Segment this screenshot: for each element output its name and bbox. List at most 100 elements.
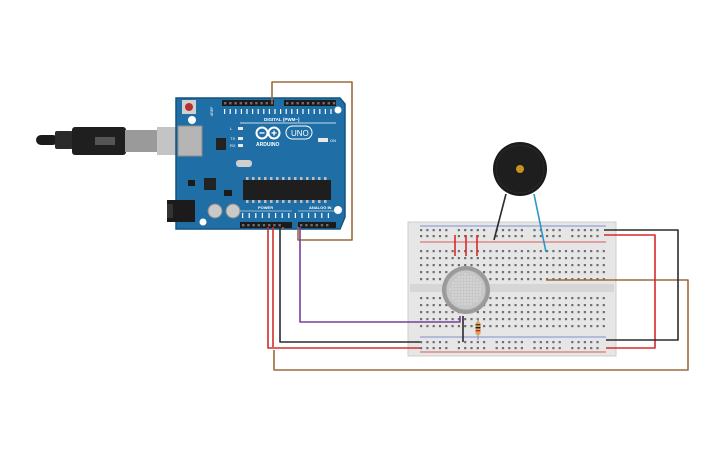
breadboard-hole	[539, 250, 542, 253]
breadboard-hole	[426, 229, 429, 232]
breadboard-hole	[533, 311, 536, 314]
wire-red-5v[interactable]	[267, 227, 420, 349]
breadboard-hole	[577, 229, 580, 232]
header-pin	[268, 224, 271, 227]
brand-label: ARDUINO	[256, 142, 279, 148]
model-label: UNO	[291, 129, 309, 138]
pin-number-tick	[224, 109, 226, 114]
breadboard-hole	[602, 318, 605, 321]
breadboard-hole	[533, 257, 536, 260]
breadboard-hole	[558, 257, 561, 260]
header-pin	[327, 102, 330, 105]
header-pin	[306, 102, 310, 105]
breadboard-hole	[602, 271, 605, 274]
header-pin	[244, 102, 248, 105]
breadboard-hole	[464, 229, 467, 232]
sensor-mesh	[449, 273, 481, 305]
breadboard-hole	[514, 318, 517, 321]
breadboard-hole	[426, 347, 429, 350]
pin-number-tick	[280, 109, 282, 114]
breadboard-hole	[426, 264, 429, 267]
breadboard-hole	[420, 229, 423, 232]
buzzer-lead-blue[interactable]	[533, 193, 547, 253]
breadboard-hole	[420, 311, 423, 314]
pin-number-tick	[288, 213, 290, 218]
breadboard-hole	[577, 304, 580, 307]
breadboard-hole	[564, 325, 568, 328]
breadboard-hole	[546, 297, 549, 300]
header-pin	[260, 102, 263, 105]
breadboard-hole	[571, 325, 574, 328]
gas-sensor[interactable]	[442, 266, 490, 314]
breadboard-hole	[451, 311, 454, 314]
power-header[interactable]	[240, 222, 292, 228]
breadboard-hole	[571, 278, 574, 281]
wire-brown-signal[interactable]	[273, 227, 689, 371]
breadboard-hole	[508, 318, 511, 321]
breadboard-hole	[483, 325, 486, 328]
pin-number-tick	[235, 109, 237, 114]
breadboard-hole	[602, 297, 605, 300]
breadboard-hole	[520, 341, 523, 344]
breadboard-hole	[420, 250, 423, 253]
crystal	[236, 160, 252, 167]
breadboard-hole	[426, 311, 429, 314]
breadboard-hole	[514, 347, 517, 350]
buzzer-lead-black[interactable]	[493, 193, 507, 241]
breadboard-hole	[514, 250, 517, 253]
breadboard-hole	[438, 325, 442, 328]
digital-header-left[interactable]	[222, 100, 274, 106]
breadboard-hole	[533, 347, 536, 350]
breadboard-hole	[501, 250, 505, 253]
power-label: POWER	[258, 205, 273, 210]
breadboard-hole	[451, 250, 454, 253]
breadboard-hole	[520, 325, 523, 328]
wire-black-rail[interactable]	[604, 229, 679, 341]
breadboard-hole	[558, 278, 561, 281]
breadboard-hole	[489, 325, 492, 328]
breadboard-hole	[577, 257, 580, 260]
breadboard-hole	[445, 271, 448, 274]
breadboard-hole	[501, 297, 505, 300]
mounting-hole	[188, 116, 196, 124]
breadboard-hole	[583, 229, 586, 232]
wire-black-gnd[interactable]	[279, 227, 420, 343]
breadboard-hole	[577, 311, 580, 314]
breadboard-hole	[520, 235, 523, 238]
breadboard-hole	[583, 257, 586, 260]
breadboard-hole	[489, 278, 492, 281]
reset-button-cap	[185, 103, 193, 111]
wire-brown-digital[interactable]	[271, 81, 353, 241]
piezo-buzzer[interactable]	[493, 142, 547, 196]
breadboard-hole	[483, 264, 486, 267]
header-pin	[332, 102, 336, 105]
breadboard-hole	[464, 264, 467, 267]
wire-red-rail[interactable]	[604, 234, 656, 349]
wire-purple-analog[interactable]	[299, 227, 461, 323]
breadboard-hole	[590, 229, 593, 232]
breadboard-hole	[501, 341, 505, 344]
breadboard-hole	[420, 271, 423, 274]
breadboard[interactable]	[407, 221, 617, 357]
rx-led-label: RX	[230, 143, 236, 148]
breadboard-hole	[520, 311, 523, 314]
model-badge	[285, 125, 313, 140]
breadboard-hole	[564, 311, 568, 314]
breadboard-hole	[558, 271, 561, 274]
breadboard-hole	[426, 250, 429, 253]
breadboard-hole	[501, 325, 505, 328]
breadboard-hole	[426, 325, 429, 328]
digital-header-right[interactable]	[284, 100, 336, 106]
breadboard-hole	[432, 297, 435, 300]
usb-socket	[177, 125, 203, 157]
breadboard-hole	[508, 250, 511, 253]
breadboard-hole	[501, 304, 505, 307]
breadboard-hole	[438, 271, 442, 274]
breadboard-hole	[583, 311, 586, 314]
arduino-uno-board[interactable]: DIGITAL (PWM~) AREF L TX RX ARDUINO UNO …	[167, 97, 346, 230]
analog-label: ANALOG IN	[309, 205, 332, 210]
breadboard-hole	[420, 264, 423, 267]
breadboard-hole	[514, 235, 517, 238]
resistor[interactable]	[475, 318, 481, 340]
breadboard-hole	[495, 325, 498, 328]
